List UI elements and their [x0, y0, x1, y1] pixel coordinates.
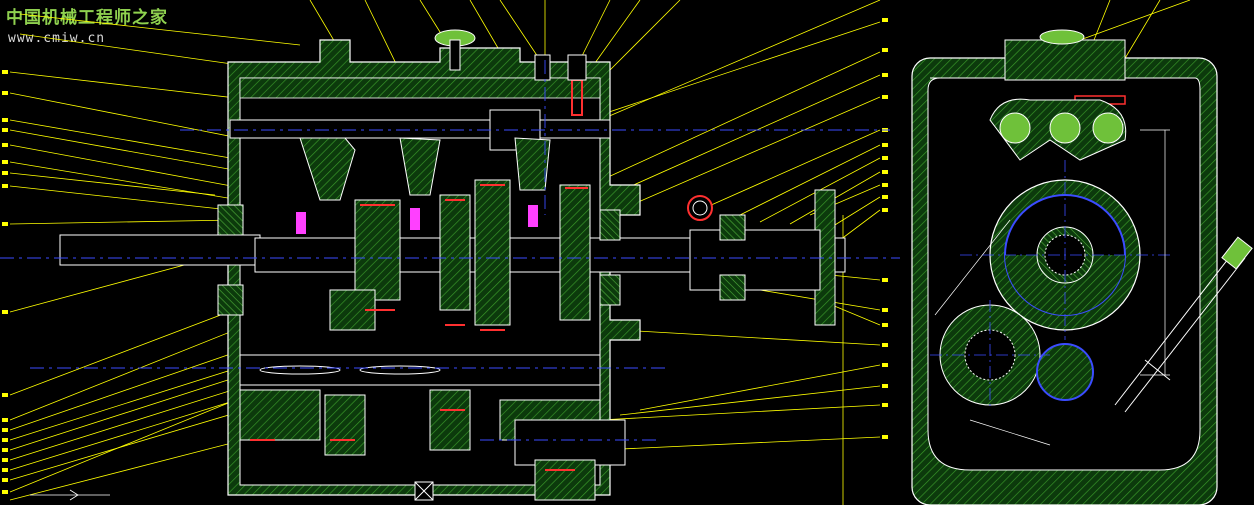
balloon-ticks — [2, 18, 888, 494]
end-view — [911, 29, 1253, 505]
view-arrow — [30, 489, 110, 501]
centerlines — [0, 60, 900, 441]
watermark-title: 中国机械工程师之家 — [6, 8, 168, 28]
main-section-view — [59, 29, 846, 501]
